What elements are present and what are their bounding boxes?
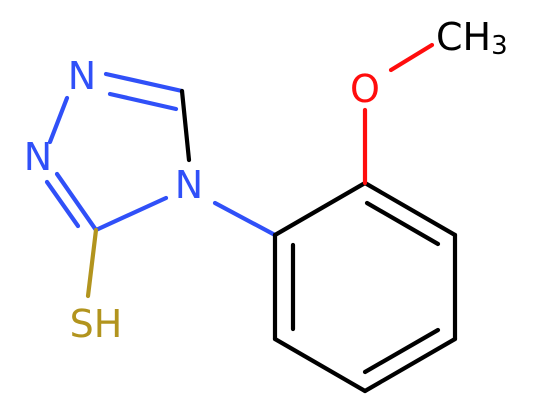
atom-ch3-subscript: 3 xyxy=(491,31,508,61)
bond-n2-n1 xyxy=(47,95,70,145)
atom-n1-label: N xyxy=(68,54,96,98)
bond-n4-c3 xyxy=(93,195,169,233)
bond-c5p-c6p xyxy=(272,336,368,394)
bond-c1p-c2p xyxy=(272,180,368,238)
bond-c4p-c5p xyxy=(362,336,458,394)
bonds xyxy=(44,42,458,394)
atom-n2-label: N xyxy=(24,135,52,179)
atom-n4-label: N xyxy=(175,163,203,207)
bond-c5-n4 xyxy=(179,88,192,163)
bond-c4p-c5p-inner xyxy=(362,327,441,375)
bond-n1-c5 xyxy=(103,71,185,94)
atom-ch-text: CH xyxy=(436,15,491,59)
bond-c3-s xyxy=(85,227,99,299)
atom-sh-label: SH xyxy=(70,302,123,346)
atom-ch3-label: CH3 xyxy=(436,15,508,61)
bond-o-ch3 xyxy=(388,42,435,73)
bond-c3-n2-double xyxy=(44,179,81,229)
bond-c2p-c3p-inner xyxy=(364,200,441,247)
atom-o-label: O xyxy=(350,67,380,111)
bond-n4-c1p xyxy=(212,200,278,238)
bond-c2p-c3p xyxy=(362,180,458,238)
atom-labels: N N N O SH CH3 xyxy=(24,15,508,346)
bond-c3-n2 xyxy=(54,171,99,233)
bond-n1-c5-double xyxy=(107,91,179,112)
